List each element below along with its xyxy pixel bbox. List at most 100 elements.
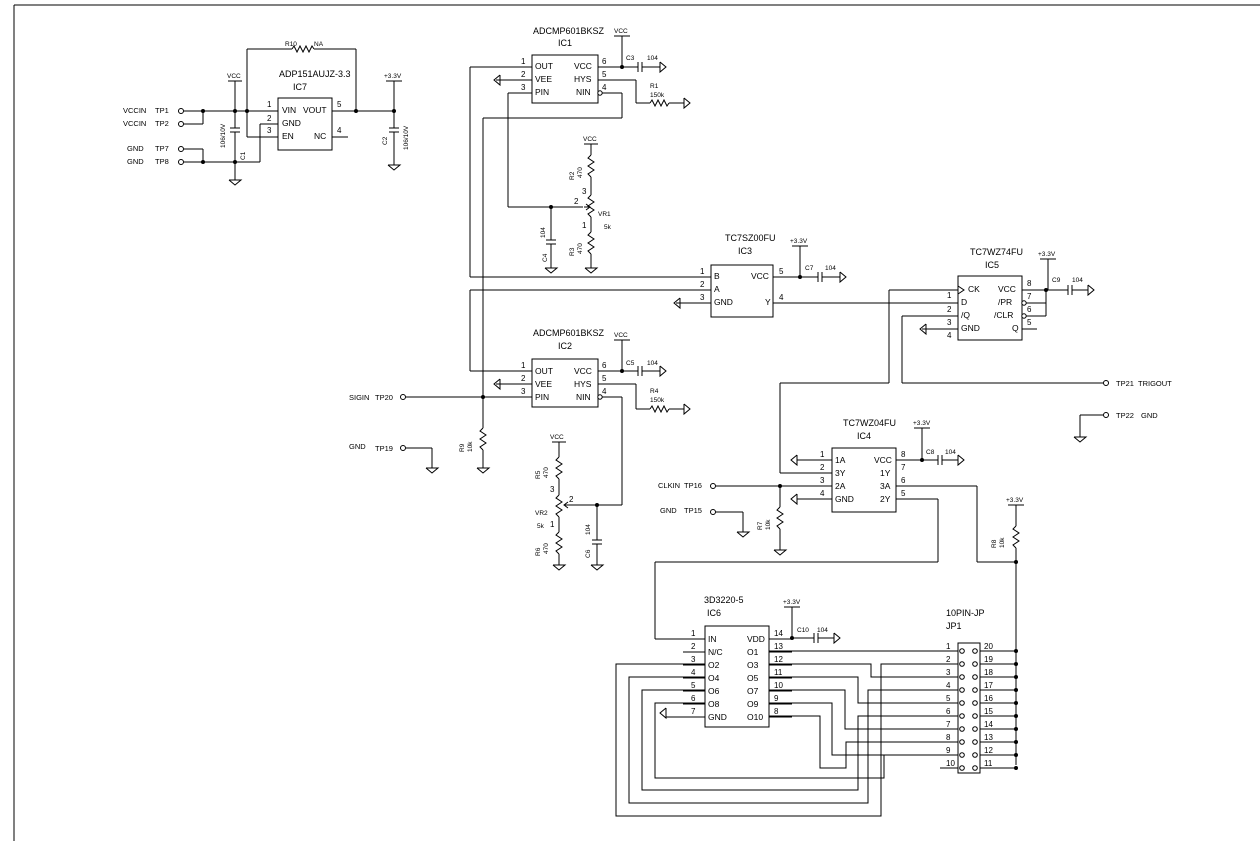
ic6-pin-num: 8 — [774, 707, 779, 716]
svg-text:D: D — [961, 297, 967, 307]
ic6-pin-num: 10 — [774, 681, 783, 690]
svg-text:VR1: VR1 — [598, 211, 611, 218]
svg-text:3: 3 — [521, 83, 526, 92]
svg-text:150k: 150k — [650, 92, 665, 99]
svg-text:C8: C8 — [926, 449, 935, 456]
jp1-pin-right: 13 — [984, 733, 993, 742]
ic2-body — [531, 358, 599, 408]
jp1-pin-left: 7 — [946, 720, 951, 729]
svg-text:106/10V: 106/10V — [220, 123, 227, 148]
svg-text:C3: C3 — [626, 55, 635, 62]
svg-text:TP16: TP16 — [684, 481, 702, 490]
r8-pullup: +3.3V R8 10k — [991, 497, 1024, 765]
ic3-body — [710, 264, 774, 318]
svg-text:PIN: PIN — [535, 87, 549, 97]
svg-text:470: 470 — [577, 243, 584, 254]
svg-text:5: 5 — [337, 100, 342, 109]
svg-text:104: 104 — [647, 360, 658, 367]
svg-text:3: 3 — [521, 387, 526, 396]
svg-text:IC3: IC3 — [738, 246, 752, 256]
svg-text:IC1: IC1 — [558, 38, 572, 48]
nand-ic3: TC7SZ00FU IC3 B A GND VCC Y 1 2 3 5 4 +3… — [469, 66, 937, 372]
jp1-pin-right: 20 — [984, 642, 993, 651]
svg-text:R2: R2 — [569, 171, 576, 180]
svg-text:3D3220-5: 3D3220-5 — [704, 595, 744, 605]
svg-text:GND: GND — [282, 118, 301, 128]
ic6-pin-label: O5 — [747, 673, 759, 683]
ic6-pin-label: O4 — [708, 673, 720, 683]
svg-text:VCC: VCC — [574, 366, 592, 376]
svg-text:VCC: VCC — [550, 434, 564, 441]
svg-text:GND: GND — [835, 494, 854, 504]
svg-text:10k: 10k — [765, 519, 772, 530]
svg-text:+3.3V: +3.3V — [384, 73, 402, 80]
svg-text:6: 6 — [602, 361, 607, 370]
ic6-pin-label: O3 — [747, 660, 759, 670]
svg-text:CLKIN: CLKIN — [658, 481, 680, 490]
svg-text:104: 104 — [647, 55, 658, 62]
ic5-body — [957, 275, 1023, 341]
jp1-pin-right: 17 — [984, 681, 993, 690]
svg-text:5: 5 — [779, 267, 784, 276]
svg-text:1: 1 — [582, 221, 587, 230]
svg-text:1: 1 — [267, 100, 272, 109]
flipflop-ic5: TC7WZ74FU IC5 CK D /Q GND VCC /PR /CLR Q… — [779, 247, 1172, 474]
svg-text:GND: GND — [349, 442, 366, 451]
svg-text:10PIN-JP: 10PIN-JP — [946, 608, 985, 618]
svg-text:1Y: 1Y — [880, 468, 891, 478]
svg-text:2: 2 — [947, 305, 952, 314]
ic6-pin-num: 7 — [691, 707, 696, 716]
svg-text:B: B — [714, 271, 720, 281]
ic6-pin-label: O7 — [747, 686, 759, 696]
svg-text:TC7WZ74FU: TC7WZ74FU — [970, 247, 1023, 257]
svg-text:C9: C9 — [1052, 277, 1061, 284]
svg-text:10k: 10k — [467, 441, 474, 452]
svg-text:5: 5 — [1027, 318, 1032, 327]
svg-text:TP21: TP21 — [1116, 379, 1134, 388]
svg-text:8: 8 — [1027, 279, 1032, 288]
comparator-ic2: ADCMP601BKSZ IC2 OUT VEE PIN VCC HYS NIN… — [349, 118, 691, 507]
svg-text:1: 1 — [521, 361, 526, 370]
ic7-part: ADP151AUJZ-3.3 — [279, 69, 351, 79]
svg-text:R6: R6 — [535, 547, 542, 556]
svg-text:470: 470 — [543, 467, 550, 478]
svg-text:VEE: VEE — [535, 379, 552, 389]
svg-text:OUT: OUT — [535, 366, 553, 376]
ic6-pin-num: 3 — [691, 655, 696, 664]
svg-text:R3: R3 — [569, 247, 576, 256]
svg-text:2: 2 — [820, 463, 825, 472]
svg-text:TP20: TP20 — [375, 393, 393, 402]
svg-text:VCC: VCC — [874, 455, 892, 465]
svg-text:TP2: TP2 — [155, 119, 169, 128]
svg-text:7: 7 — [1027, 292, 1032, 301]
svg-text:2: 2 — [700, 280, 705, 289]
vr2-network: VCC R5 470 VR2 5k R6 470 3 2 1 104 C6 — [535, 434, 605, 571]
jp1-pin-left: 8 — [946, 733, 951, 742]
svg-text:2A: 2A — [835, 481, 846, 491]
ic6-pin-label: GND — [708, 712, 727, 722]
svg-text:IC2: IC2 — [558, 341, 572, 351]
svg-text:VR2: VR2 — [535, 510, 548, 517]
regulator-ic7: ADP151AUJZ-3.3 IC7 VIN GND EN VOUT NC 1 … — [123, 41, 410, 186]
svg-text:+3.3V: +3.3V — [783, 599, 801, 606]
svg-text:VCCIN: VCCIN — [123, 119, 146, 128]
svg-text:GND: GND — [714, 297, 733, 307]
svg-text:C5: C5 — [626, 360, 635, 367]
svg-text:TP7: TP7 — [155, 144, 169, 153]
svg-text:104: 104 — [945, 449, 956, 456]
jp1-pin-right: 16 — [984, 694, 993, 703]
ic1-body — [531, 54, 599, 104]
svg-text:NA: NA — [314, 41, 324, 48]
ic6-pin-label: O2 — [708, 660, 720, 670]
svg-text:4: 4 — [602, 387, 607, 396]
ic6-pin-num: 12 — [774, 655, 783, 664]
jp1-pin-right: 18 — [984, 668, 993, 677]
svg-text:3: 3 — [700, 293, 705, 302]
svg-text:SIGIN: SIGIN — [349, 393, 369, 402]
svg-text:1A: 1A — [835, 455, 846, 465]
svg-text:JP1: JP1 — [946, 621, 962, 631]
svg-text:VOUT: VOUT — [303, 105, 327, 115]
svg-text:104: 104 — [1072, 277, 1083, 284]
svg-text:2: 2 — [267, 114, 272, 123]
svg-text:GND: GND — [1141, 411, 1158, 420]
